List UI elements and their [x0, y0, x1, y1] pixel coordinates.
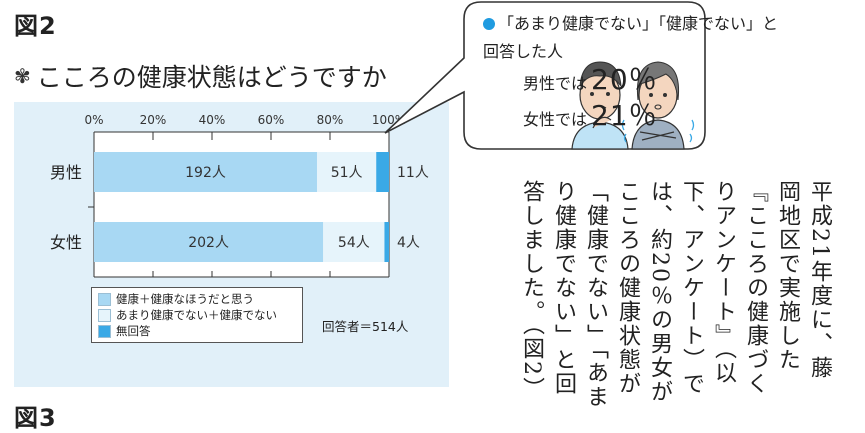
bullet-dot-icon — [483, 18, 495, 30]
legend-swatch — [98, 292, 111, 306]
callout-line-1: 「あまり健康でない」「健康でない」と — [498, 14, 779, 33]
male-stat-value: 20％ — [591, 63, 658, 96]
worried-man-icon — [571, 61, 629, 150]
legend-item: 健康＋健康なほうだと思う — [98, 291, 296, 307]
body-text: 平成21年度に、藤 岡地区で実施した 『こころの健康づく りアンケート』（以 下… — [445, 180, 835, 410]
x-tick-label: 60% — [258, 113, 285, 127]
subtitle-text: こころの健康状態はどうですか — [36, 63, 387, 92]
data-label: 192人 — [185, 165, 226, 181]
female-stat-value: 21％ — [591, 99, 658, 132]
legend-item: 無回答 — [98, 323, 296, 339]
flower-icon: ✾ — [14, 64, 31, 88]
figure-label: 図2 — [14, 12, 57, 40]
body-text-column: 「健康でない」「あま — [583, 180, 608, 409]
bar-segment — [384, 222, 389, 262]
data-label: 54人 — [338, 235, 370, 251]
body-text-column: は、約20％の男女が — [647, 180, 672, 404]
x-tick-label: 20% — [140, 113, 167, 127]
body-text-column: りアンケート』（以 — [711, 180, 736, 385]
legend-label: あまり健康でない＋健康でない — [116, 308, 277, 322]
bar-segment — [94, 222, 324, 262]
x-tick-label: 80% — [317, 113, 344, 127]
x-tick-label: 40% — [199, 113, 226, 127]
body-text-column: こころの健康状態が — [615, 180, 640, 396]
body-text-column: 平成21年度に、藤 — [807, 180, 832, 380]
respondent-count: 回答者＝514人 — [322, 319, 409, 334]
bar-segment — [94, 152, 317, 192]
legend-item: あまり健康でない＋健康でない — [98, 307, 296, 323]
callout-line: 回答した人 — [483, 38, 778, 66]
data-label: 11人 — [397, 165, 429, 181]
x-tick-label: 0% — [84, 113, 103, 127]
bar-segment — [316, 152, 377, 192]
category-label: 女性 — [50, 233, 82, 252]
legend-label: 無回答 — [116, 324, 151, 338]
body-text-column: 下、アンケート）で — [679, 180, 704, 396]
body-text-column: 答しました。（図2） — [519, 180, 544, 401]
legend-swatch — [98, 324, 111, 338]
callout-line-2: 回答した人 — [483, 42, 564, 61]
data-label: 202人 — [188, 235, 229, 251]
legend-label: 健康＋健康なほうだと思う — [116, 292, 254, 306]
data-label: 51人 — [331, 165, 363, 181]
legend: 健康＋健康なほうだと思う あまり健康でない＋健康でない 無回答 — [91, 287, 303, 343]
body-text-column: 岡地区で実施した — [775, 180, 800, 372]
callout-line: 「あまり健康でない」「健康でない」と — [483, 10, 778, 38]
bar-segment — [376, 152, 389, 192]
chart-subtitle: ✾ こころの健康状態はどうですか — [14, 58, 387, 94]
male-stat-label: 男性では — [523, 74, 588, 93]
shivering-woman-icon — [621, 61, 695, 150]
female-stat-label: 女性では — [523, 110, 588, 129]
bar-segment — [323, 222, 385, 262]
callout-bubble — [384, 1, 706, 150]
data-label: 4人 — [397, 235, 420, 251]
body-text-column: り健康でない」と回 — [551, 180, 576, 396]
next-figure-label: 図3 — [14, 404, 57, 432]
body-text-column: 『こころの健康づく — [743, 180, 768, 396]
category-label: 男性 — [50, 163, 82, 182]
legend-swatch — [98, 308, 111, 322]
